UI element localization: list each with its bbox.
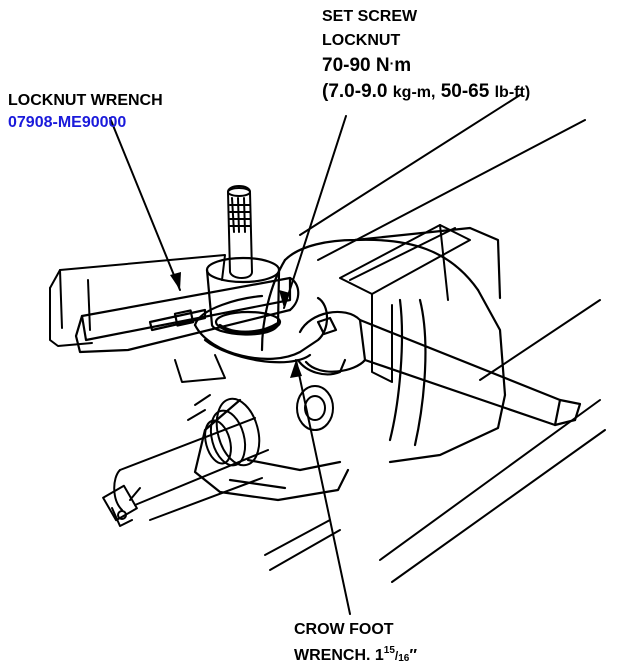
vise-clamp: [339, 224, 471, 383]
pinion-shaft: [227, 185, 253, 279]
set-screw-torque-nm: 70-90 N·m: [322, 55, 412, 76]
fraction-suffix: ″: [409, 647, 418, 664]
torque-kgm-value: 7.0-9.0: [328, 81, 388, 102]
leader-arrowheads: [170, 272, 302, 378]
background-rod-lines: [264, 94, 606, 583]
locknut-wrench-part-number: 07908-ME90000: [8, 114, 127, 131]
crow-foot-size-prefix: WRENCH. 1: [294, 647, 384, 664]
locknut-wrench-label: LOCKNUT WRENCH: [8, 92, 163, 109]
crow-foot-label-line1: CROW FOOT: [294, 621, 394, 638]
torque-nm-unit-n: N: [375, 55, 390, 76]
crow-foot-label-line2: WRENCH. 115/16″: [294, 645, 418, 664]
fraction-denominator: 16: [398, 653, 410, 664]
rack-tube: [113, 385, 334, 521]
vise-block: [49, 254, 226, 383]
set-screw-label-line2: LOCKNUT: [322, 32, 401, 49]
fraction-numerator: 15: [383, 645, 395, 656]
torque-nm-unit-m: m: [394, 55, 412, 76]
leader-lines: [109, 115, 351, 615]
crow-foot-wrench-drawing: [193, 294, 582, 427]
gearbox-housing: [193, 226, 507, 502]
torque-kgm-unit: kg-m,: [392, 84, 436, 101]
paren-open: (: [322, 81, 329, 102]
torque-nm-value: 70-90: [322, 55, 371, 76]
torque-lbft-unit: lb-ft): [494, 84, 531, 101]
tie-rod-end: [102, 484, 138, 527]
valve-housing: [205, 256, 282, 336]
set-screw-torque-alt: (7.0-9.0 kg-m, 50-65 lb-ft): [322, 82, 530, 101]
set-screw-label-line1: SET SCREW: [322, 8, 418, 25]
torque-lbft-value: 50-65: [440, 81, 490, 102]
